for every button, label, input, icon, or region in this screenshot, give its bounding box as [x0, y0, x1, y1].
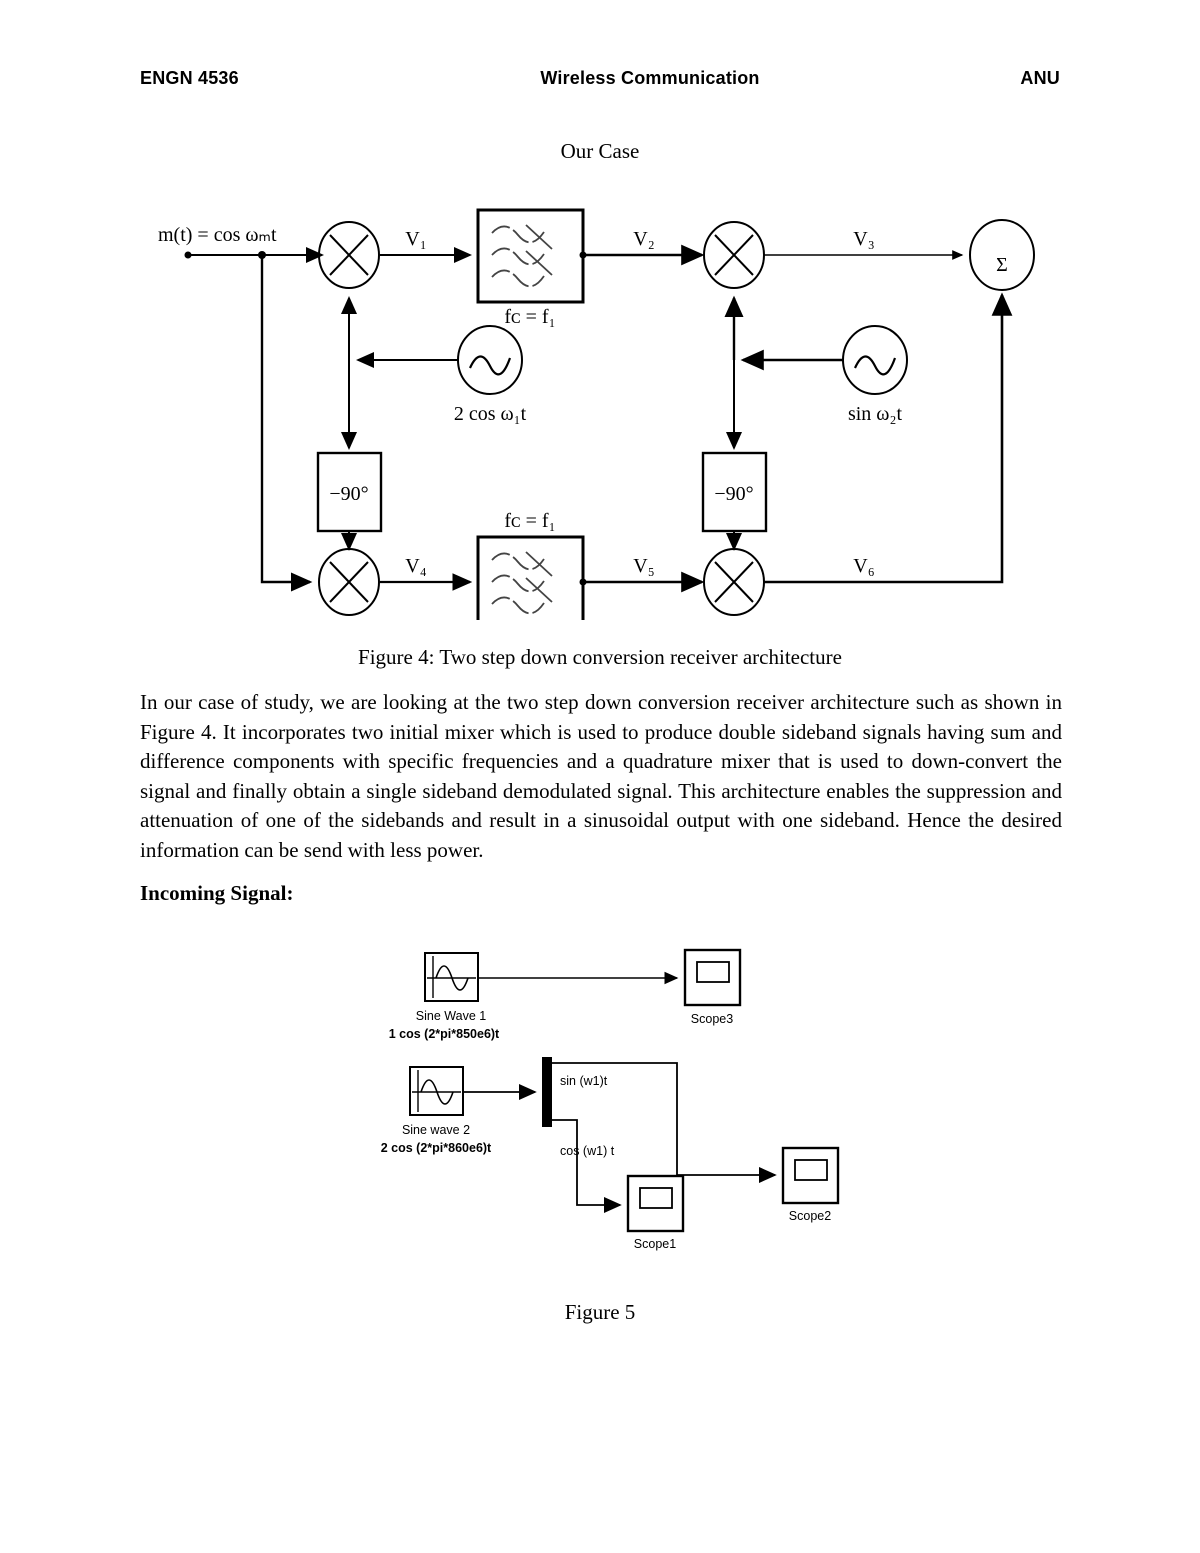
header-institution: ANU	[1020, 68, 1060, 88]
mux-output-bottom-label: cos (w1) t	[560, 1144, 615, 1158]
filter-bottom-label: fᴄ = f₁	[504, 510, 555, 532]
signal-label-v4: V₄	[405, 555, 426, 577]
oscillator-left-label: 2 cos ω₁t	[454, 403, 527, 425]
summer-symbol: Σ	[996, 254, 1008, 276]
sine-wave-2-expression: 2 cos (2*pi*860e6)t	[381, 1141, 492, 1155]
scope2-name: Scope2	[789, 1209, 831, 1223]
signal-label-v6: V₆	[853, 555, 874, 577]
mux-output-top-label: sin (w1)t	[560, 1074, 608, 1088]
figure-5-caption: Figure 5	[564, 1300, 636, 1324]
page-header: ENGN 4536 Wireless Communication ANU	[140, 68, 1060, 89]
phase-shifter-left-label: −90°	[329, 483, 368, 505]
oscillator-right-label: sin ω₂t	[848, 403, 902, 425]
signal-label-v3: V₃	[853, 228, 874, 250]
input-signal-label: m(t) = cos ωₘt	[158, 224, 277, 246]
signal-label-v1: V₁	[405, 228, 426, 250]
signal-label-v5: V₅	[633, 555, 654, 577]
incoming-signal-heading: Incoming Signal:	[140, 881, 294, 905]
figure-5-simulink-diagram: Sine Wave 1 1 cos (2*pi*850e6)t Scope3 S…	[370, 940, 870, 1270]
body-paragraph: In our case of study, we are looking at …	[140, 690, 1062, 862]
figure-4-block-diagram: fᴄ = f₁ Σ V₁ V₂ V₃ 2 cos ω₁t	[140, 205, 1050, 620]
scope1-name: Scope1	[634, 1237, 676, 1251]
sine-wave-1-expression: 1 cos (2*pi*850e6)t	[389, 1027, 500, 1041]
header-course-code: ENGN 4536	[140, 68, 239, 88]
phase-shifter-right-label: −90°	[714, 483, 753, 505]
signal-label-v2: V₂	[633, 228, 654, 250]
filter-top-label: fᴄ = f₁	[504, 306, 555, 328]
section-title: Our Case	[560, 139, 640, 163]
header-title: Wireless Communication	[540, 68, 760, 88]
sine-wave-1-name: Sine Wave 1	[416, 1009, 486, 1023]
sine-wave-2-name: Sine wave 2	[402, 1123, 470, 1137]
scope3-name: Scope3	[691, 1012, 733, 1026]
figure-4-caption: Figure 4: Two step down conversion recei…	[358, 645, 842, 669]
